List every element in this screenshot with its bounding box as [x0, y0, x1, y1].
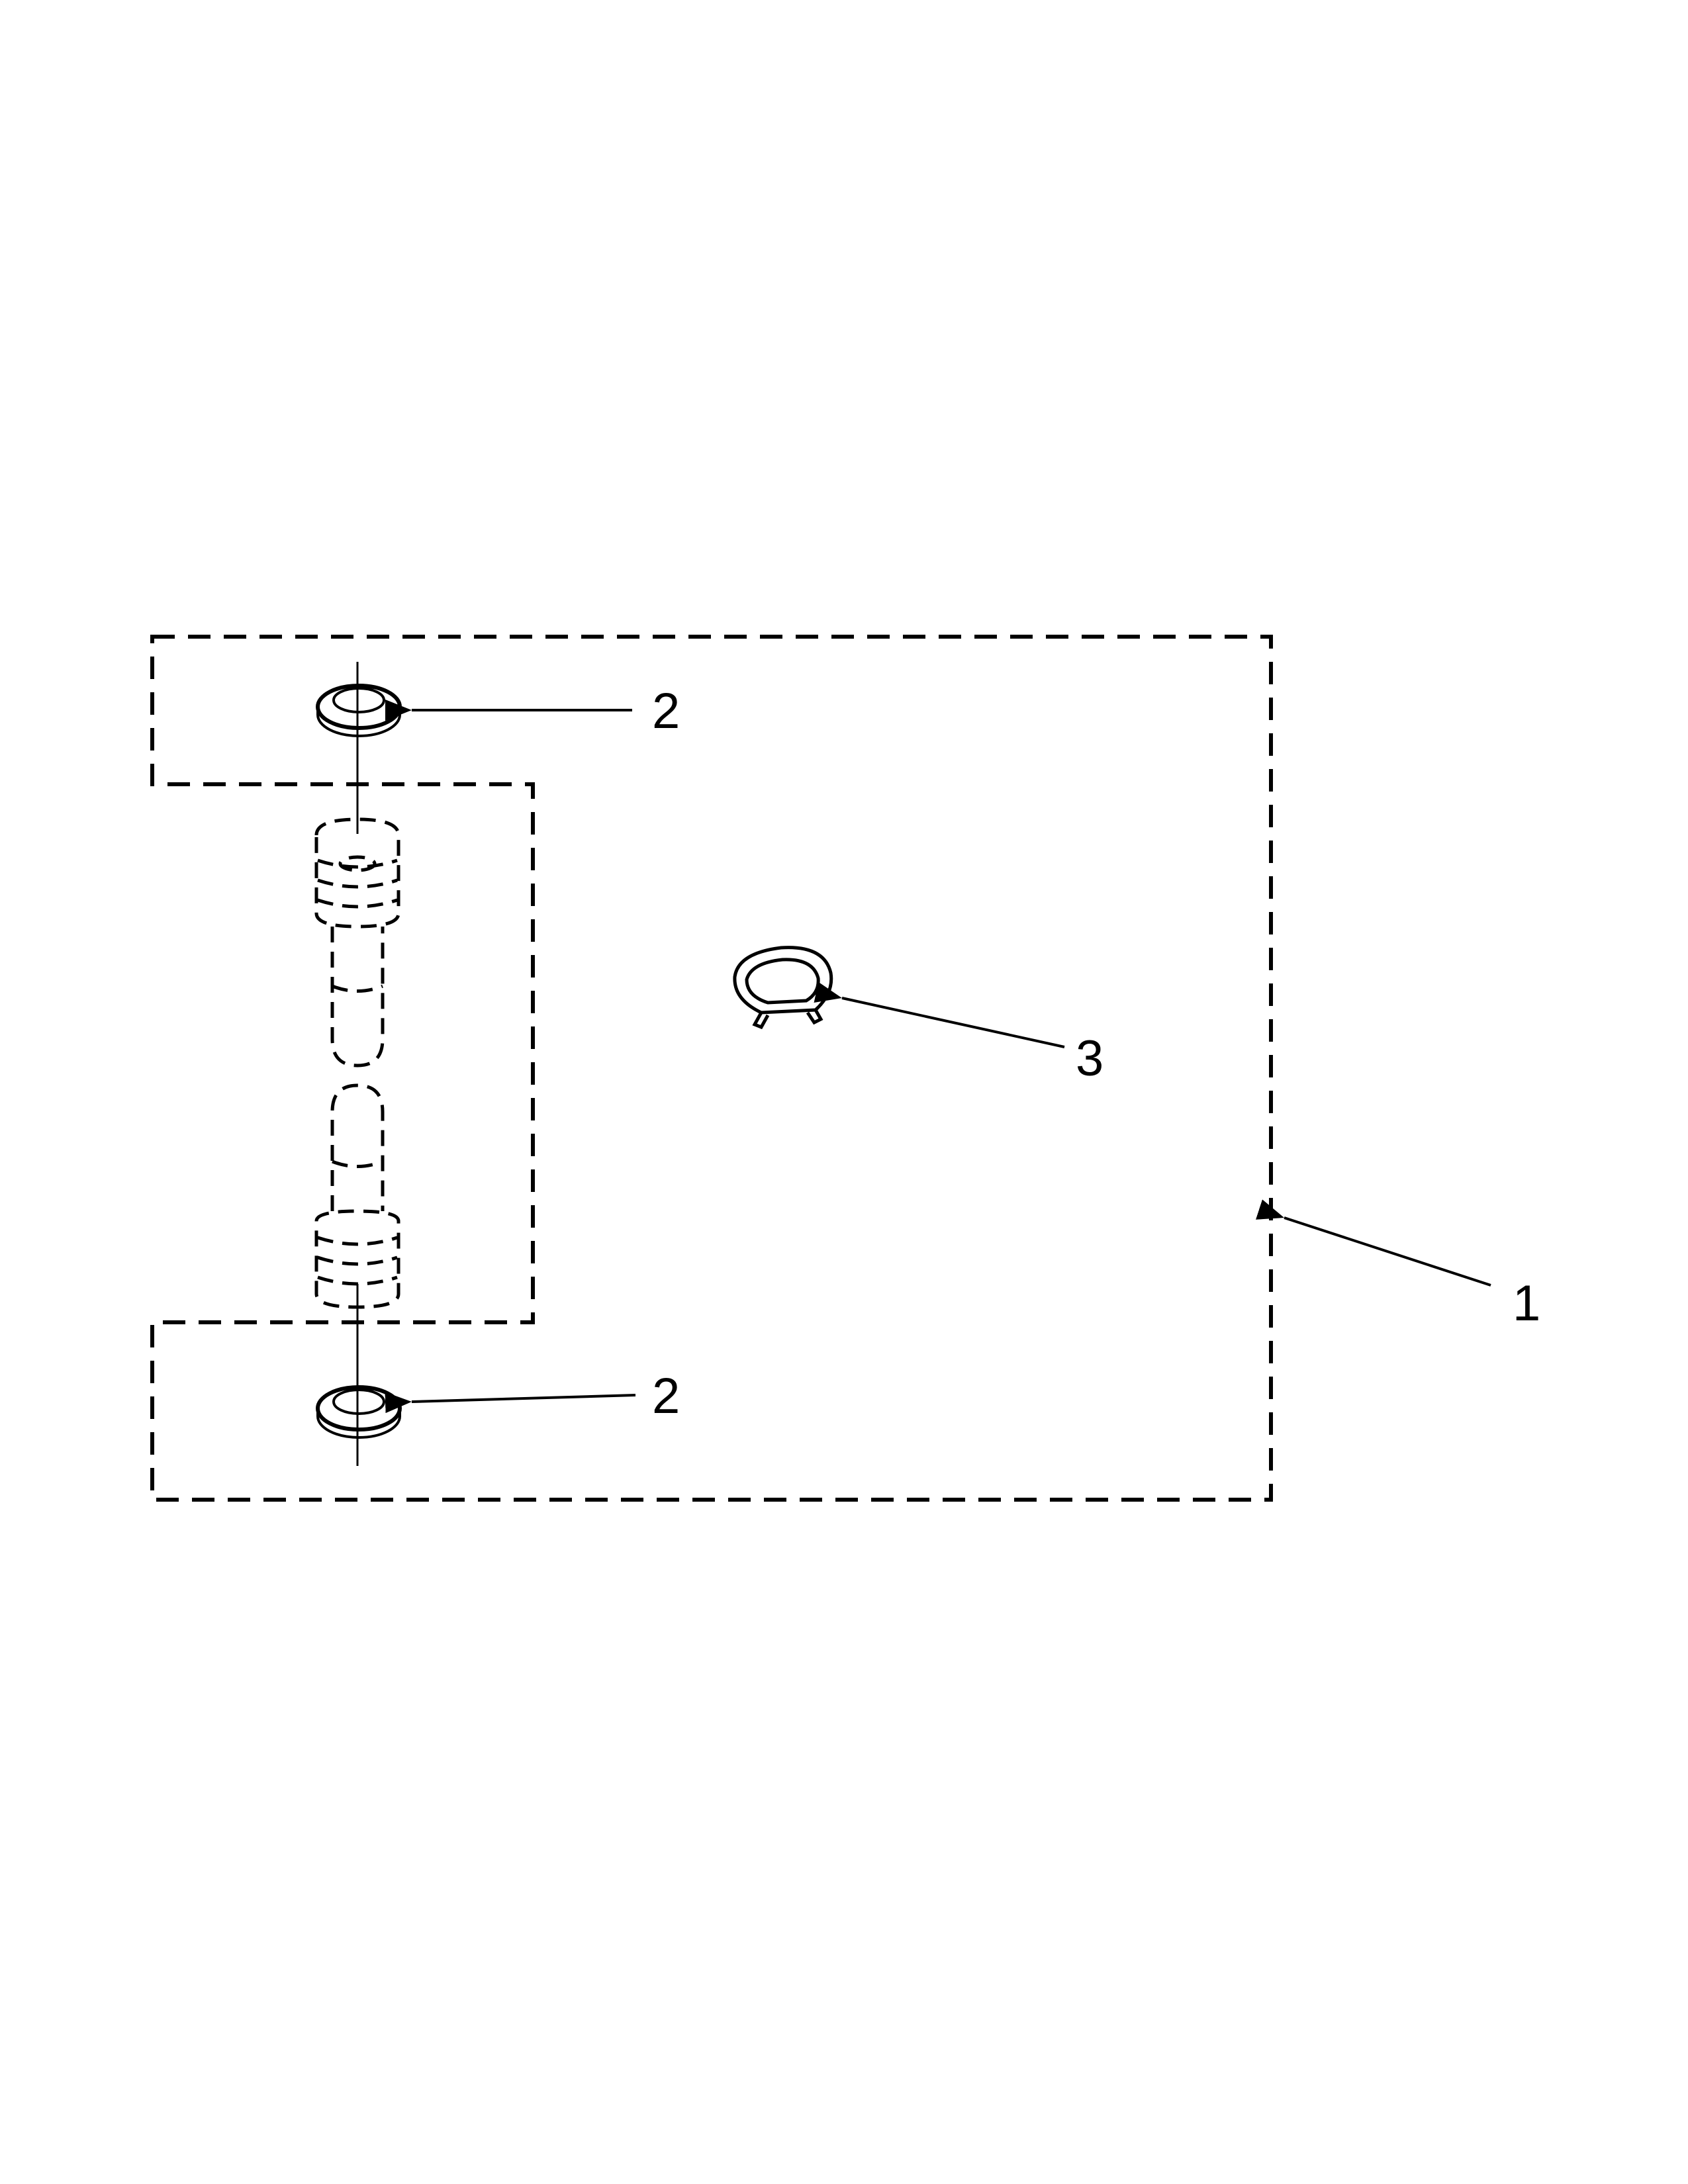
kit-boundary-outline	[150, 635, 1273, 1502]
washer-top	[316, 684, 402, 737]
callout-label-kit: 1	[1513, 1275, 1540, 1332]
callout-label-washer-top: 2	[652, 683, 680, 739]
callout-label-washer-bottom: 2	[652, 1368, 680, 1424]
leader-kit	[1256, 1199, 1491, 1287]
hose-clamp	[733, 946, 833, 1030]
washer-bottom	[316, 1385, 402, 1439]
leader-washer-bottom	[385, 1392, 636, 1414]
callout-label-clamp: 3	[1076, 1030, 1103, 1087]
hose-reference-dashed	[314, 817, 400, 1309]
leader-clamp	[814, 981, 1065, 1048]
